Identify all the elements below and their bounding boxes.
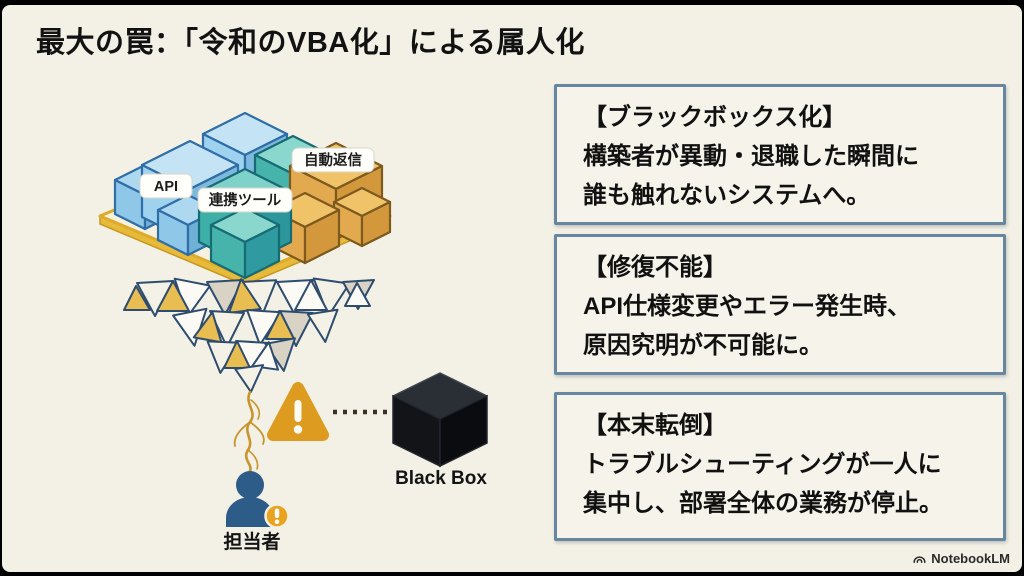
callout-unrepairable: 【修復不能】 API仕様変更やエラー発生時、 原因究明が不可能に。 (554, 234, 1006, 375)
jenga-diagram: API 自動返信 連携ツール (98, 111, 488, 553)
callout-blackbox-line1: 構築者が異動・退職した瞬間に (583, 143, 919, 170)
auto-reply-label-text: 自動返信 (304, 151, 362, 169)
callout-blackbox-line2: 誰も触れないシステムへ。 (583, 182, 871, 209)
api-label-text: API (154, 179, 178, 195)
notebooklm-icon (913, 556, 926, 563)
warning-icon (267, 382, 329, 441)
footer-brand: NotebookLM (912, 551, 1010, 566)
person-label: 担当者 (223, 530, 280, 553)
api-label: API (139, 173, 193, 199)
callout-backwards-line1: トラブルシューティングが一人に (583, 451, 942, 478)
integration-label-text: 連携ツール (209, 191, 282, 209)
auto-reply-label: 自動返信 (291, 147, 375, 173)
callout-unrepairable-heading: 【修復不能】 (583, 254, 727, 281)
black-box-cube (392, 372, 488, 468)
person-icon (226, 471, 290, 529)
footer-brand-text: NotebookLM (931, 551, 1010, 566)
callout-unrepairable-line1: API仕様変更やエラー発生時、 (583, 293, 912, 320)
person-alert-badge (264, 503, 290, 529)
callout-blackbox: 【ブラックボックス化】 構築者が異動・退職した瞬間に 誰も触れないシステムへ。 (554, 84, 1006, 225)
callout-backwards-line2: 集中し、部署全体の業務が停止。 (583, 490, 943, 517)
callout-backwards-heading: 【本末転倒】 (583, 412, 727, 439)
root-squiggle (233, 390, 265, 473)
orange-cube-right (332, 186, 392, 248)
teal-cube-front (209, 206, 281, 280)
page-title: 最大の罠：「令和のVBA化」による属人化 (36, 27, 585, 59)
callout-blackbox-heading: 【ブラックボックス化】 (583, 104, 847, 131)
black-box-label: Black Box (395, 468, 487, 489)
fragile-tangle (123, 277, 375, 393)
slide: 最大の罠：「令和のVBA化」による属人化 (2, 5, 1022, 572)
callout-unrepairable-line2: 原因究明が不可能に。 (583, 332, 823, 359)
callout-backwards: 【本末転倒】 トラブルシューティングが一人に 集中し、部署全体の業務が停止。 (554, 392, 1006, 541)
integration-label: 連携ツール (197, 187, 293, 213)
